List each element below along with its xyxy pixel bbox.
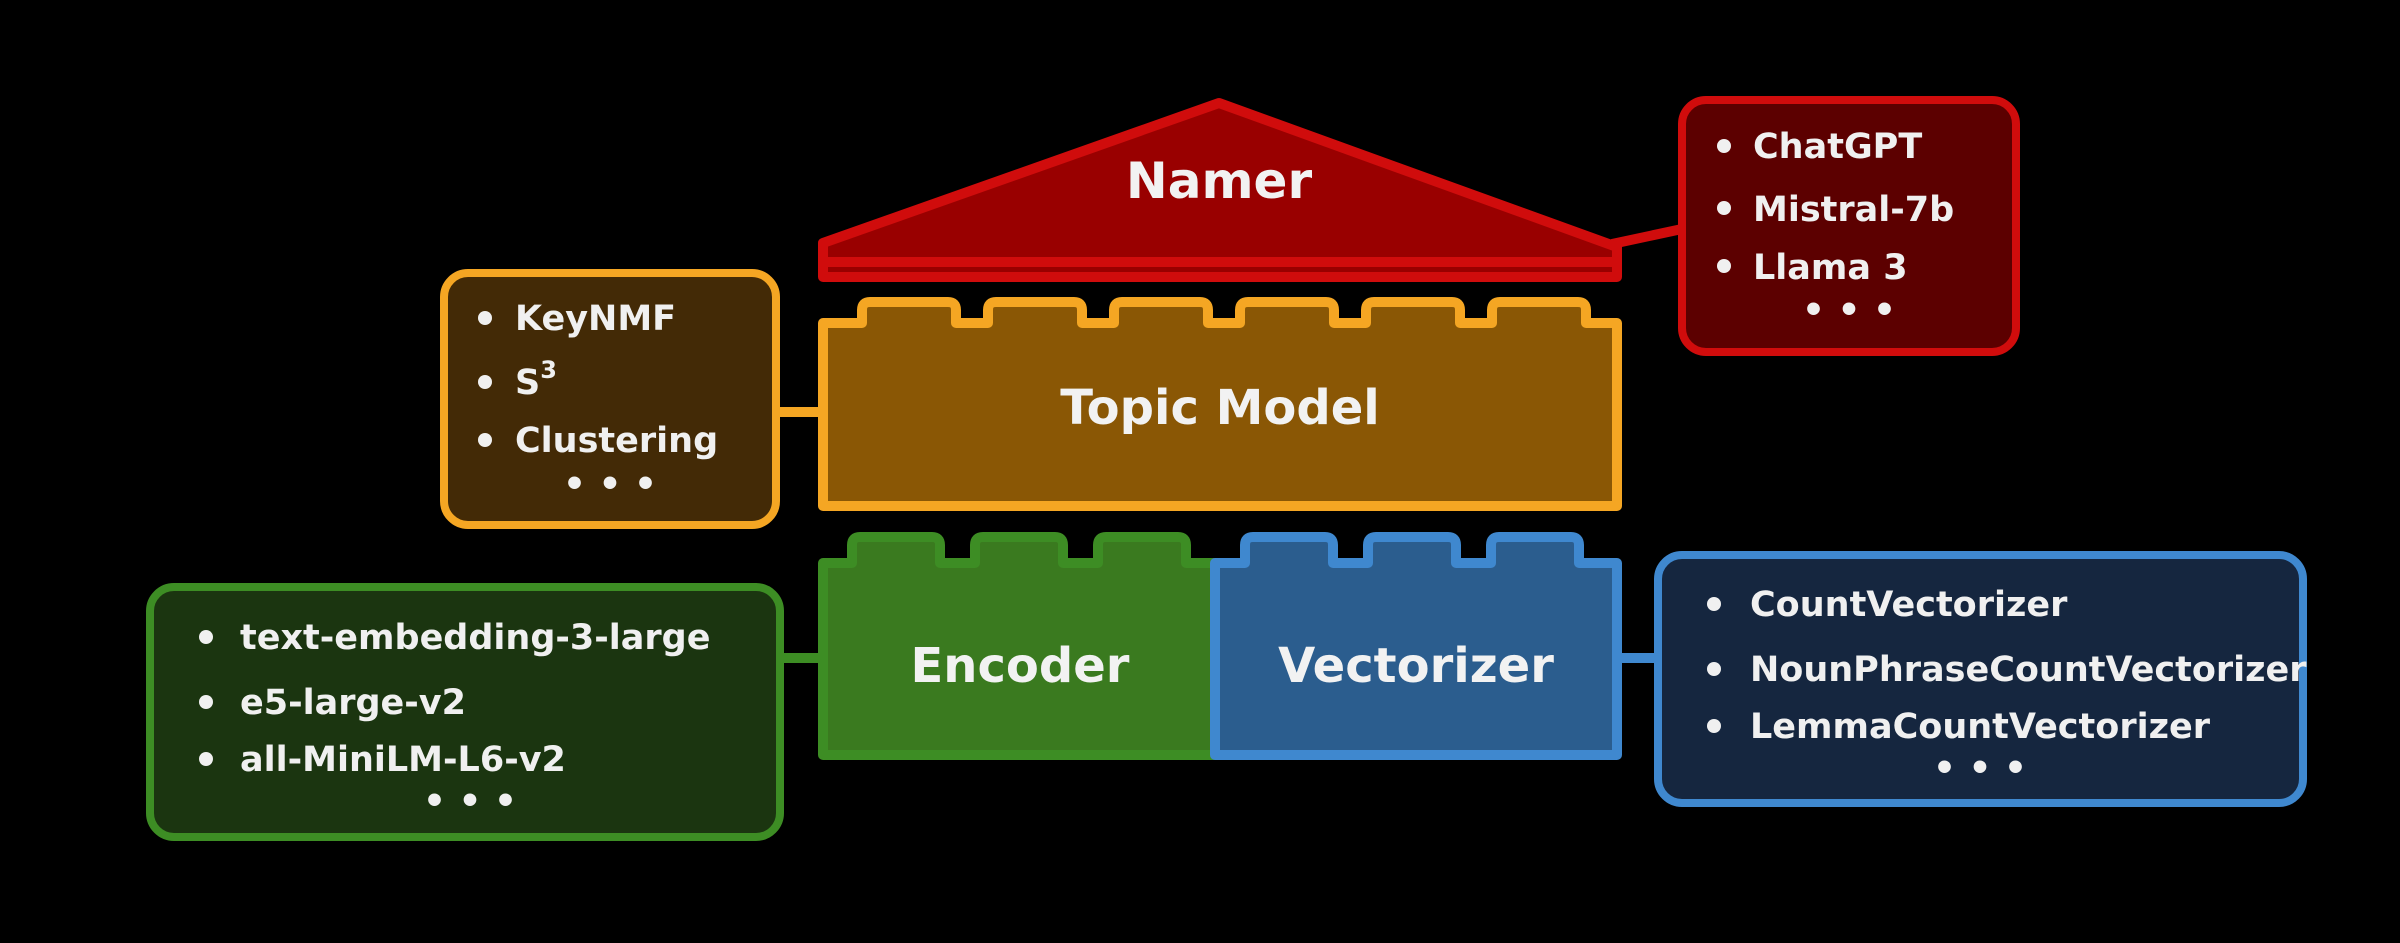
vectorizer-label: Vectorizer: [1278, 638, 1554, 694]
bullet-icon: [478, 375, 492, 389]
encoder-label: Encoder: [911, 638, 1130, 694]
list-item: e5-large-v2: [240, 683, 466, 723]
bullet-icon: [199, 752, 213, 766]
list-item: CountVectorizer: [1750, 585, 2068, 625]
bullet-icon: [1717, 259, 1731, 273]
list-item: NounPhraseCountVectorizer: [1750, 650, 2307, 690]
namer-label: Namer: [1126, 152, 1313, 210]
encoder-options-box: text-embedding-3-large e5-large-v2 all-M…: [146, 583, 784, 841]
list-item: Mistral-7b: [1753, 190, 1954, 230]
list-item: all-MiniLM-L6-v2: [240, 740, 566, 780]
topic-model-options-box: KeyNMF S3 Clustering • • •: [440, 269, 780, 529]
bullet-icon: [1717, 201, 1731, 215]
bullet-icon: [199, 630, 213, 644]
list-item: Llama 3: [1753, 248, 1908, 288]
more-ellipsis: • • •: [1802, 290, 1896, 331]
list-item: Clustering: [515, 421, 718, 461]
more-ellipsis: • • •: [423, 781, 517, 822]
more-ellipsis: • • •: [1933, 748, 2027, 789]
vectorizer-options-box: CountVectorizer NounPhraseCountVectorize…: [1654, 551, 2307, 807]
bullet-icon: [1717, 139, 1731, 153]
vectorizer-block: Vectorizer: [1210, 532, 1622, 760]
bullet-icon: [1707, 662, 1721, 676]
encoder-block: Encoder: [818, 532, 1220, 760]
list-item: KeyNMF: [515, 299, 676, 339]
list-item: ChatGPT: [1753, 127, 1922, 167]
bullet-icon: [1707, 719, 1721, 733]
list-item: LemmaCountVectorizer: [1750, 707, 2211, 747]
list-item: S3: [515, 356, 557, 403]
namer-options-box: ChatGPT Mistral-7b Llama 3 • • •: [1678, 96, 2020, 356]
topic-model-block: Topic Model: [818, 297, 1622, 511]
topic-model-label: Topic Model: [1060, 380, 1379, 436]
namer-block: Namer: [818, 98, 1622, 282]
connector-namer: [1610, 224, 1684, 249]
bullet-icon: [199, 695, 213, 709]
bullet-icon: [478, 433, 492, 447]
bullet-icon: [1707, 597, 1721, 611]
bullet-icon: [478, 311, 492, 325]
list-item: text-embedding-3-large: [240, 618, 710, 658]
more-ellipsis: • • •: [563, 464, 657, 505]
